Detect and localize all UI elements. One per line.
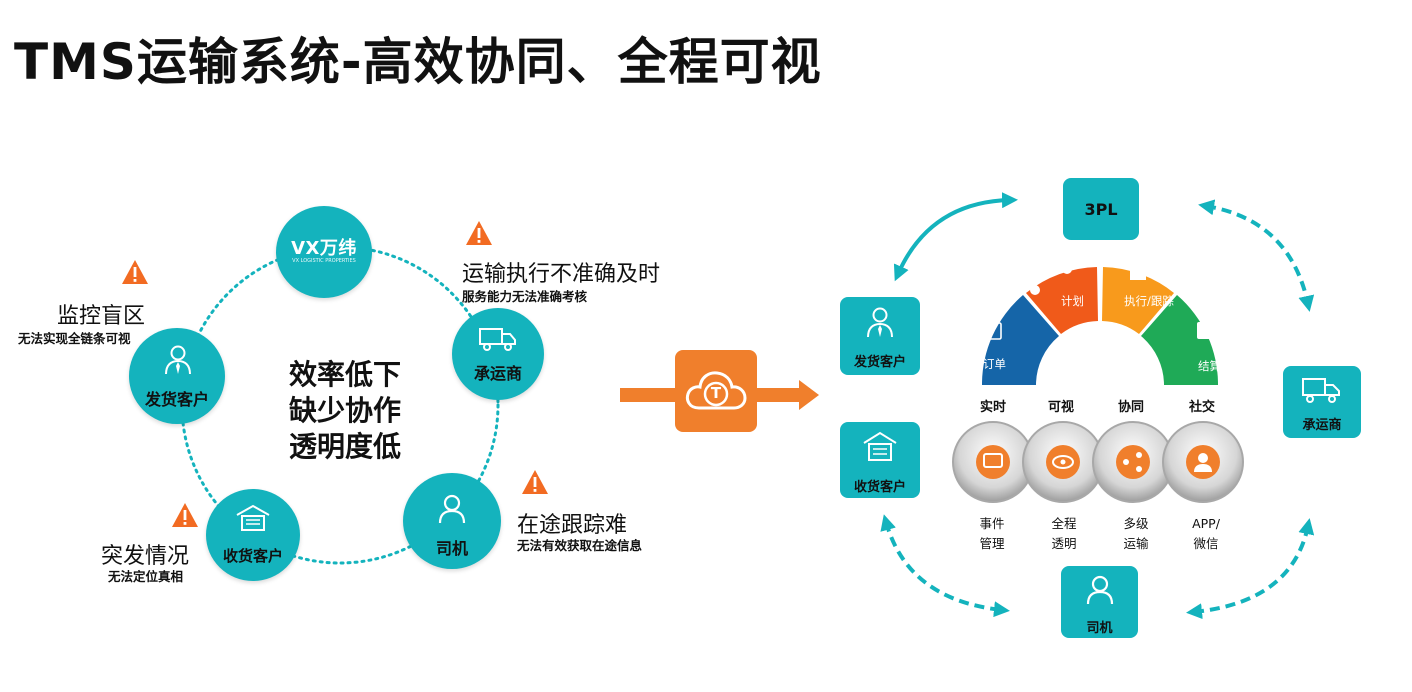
detail-line: 事件 (979, 516, 1005, 531)
arc-label-order: 订单 (983, 357, 1006, 371)
feature-detail: 多级 运输 (1106, 514, 1166, 554)
summary-line-1: 效率低下 (288, 358, 401, 391)
event-icon (976, 445, 1010, 479)
process-arc (981, 264, 1219, 385)
brand-logo-sub: VX LOGISTIC PROPERTIES (292, 258, 356, 264)
detail-line: APP/ (1192, 516, 1220, 531)
problem-title: 突发情况 (101, 544, 190, 569)
problem-title: 运输执行不准确及时 (462, 262, 661, 287)
detail-line: 管理 (979, 536, 1005, 551)
truck-small-icon (1130, 270, 1146, 280)
problem-sub: 服务能力无法准确考核 (462, 289, 588, 304)
businessman-icon (165, 345, 191, 375)
feature-detail: 事件 管理 (962, 514, 1022, 554)
receiver-label: 收货客户 (222, 547, 283, 565)
summary-line-3: 透明度低 (288, 430, 401, 463)
businessman-icon (867, 307, 893, 338)
receiver-node: 收货客户 (206, 489, 300, 581)
clipboard-icon (986, 322, 1002, 340)
problem-summary: 效率低下 缺少协作 透明度低 (265, 357, 425, 465)
person-icon (438, 494, 466, 524)
right-carrier-label: 承运商 (1302, 418, 1342, 433)
truck-icon (1302, 378, 1340, 403)
arc-segment-order (981, 295, 1059, 385)
problem-sub: 无法实现全链条可视 (18, 331, 131, 346)
arc-label-settle: 结算 (1198, 359, 1221, 373)
warehouse-icon (236, 504, 270, 531)
shipper-label: 发货客户 (144, 390, 209, 409)
warning-icon (122, 260, 148, 284)
shipper-node: 发货客户 (129, 328, 225, 424)
driver-node: 司机 (403, 473, 501, 569)
feature-detail: 全程 透明 (1034, 514, 1094, 554)
arc-label-plan: 计划 (1061, 294, 1084, 308)
right-receiver-box: 收货客户 (840, 422, 920, 498)
detail-line: 透明 (1051, 536, 1077, 551)
summary-line-2: 缺少协作 (288, 394, 401, 427)
right-arrows-svg (880, 192, 1315, 620)
feature-realtime: 实时 (979, 400, 1006, 415)
route-pin-icon (1062, 264, 1072, 274)
problem-title: 监控盲区 (57, 304, 146, 329)
arc-segment-execute (1102, 267, 1174, 334)
right-shipper-label: 发货客户 (853, 355, 906, 370)
right-shipper-box: 发货客户 (840, 297, 920, 375)
truck-icon (479, 328, 516, 351)
share-icon (1116, 445, 1150, 479)
person-icon (1086, 575, 1114, 605)
cloud-platform-tile: T (675, 350, 757, 432)
feature-visible: 可视 (1047, 400, 1074, 415)
3pl-box: 3PL (1063, 178, 1139, 240)
warehouse-icon (863, 431, 897, 461)
arc-label-execute: 执行/跟踪 (1124, 294, 1174, 308)
problem-title: 在途跟踪难 (517, 513, 628, 538)
detail-line: 微信 (1193, 536, 1219, 551)
feature-social: 社交 (1188, 400, 1215, 415)
3pl-label: 3PL (1084, 200, 1118, 219)
right-driver-box: 司机 (1061, 566, 1138, 638)
cloud-icon (685, 371, 747, 410)
warning-icon (522, 470, 548, 494)
warning-icon (172, 503, 198, 527)
problem-sub: 无法有效获取在途信息 (517, 538, 643, 553)
page-title: TMS运输系统-高效协同、全程可视 (14, 33, 822, 91)
detail-line: 全程 (1051, 516, 1077, 531)
arc-segment-settle (1141, 295, 1219, 385)
right-driver-label: 司机 (1086, 621, 1113, 636)
warning-icon (466, 221, 492, 245)
arc-segment-plan (1026, 267, 1098, 334)
driver-label: 司机 (435, 539, 468, 558)
problem-sub: 无法定位真相 (108, 569, 184, 584)
right-receiver-label: 收货客户 (853, 480, 906, 495)
feature-gears (952, 421, 1244, 503)
feature-detail: APP/ 微信 (1176, 514, 1236, 554)
right-carrier-box: 承运商 (1283, 366, 1361, 438)
brand-circle: VX万纬 VX LOGISTIC PROPERTIES (276, 206, 372, 298)
calculator-icon (1197, 322, 1214, 339)
carrier-label: 承运商 (473, 364, 522, 383)
feature-collab: 协同 (1117, 400, 1144, 415)
detail-line: 多级 (1123, 516, 1149, 531)
route-pin-icon (1030, 285, 1040, 295)
detail-line: 运输 (1123, 536, 1149, 551)
carrier-node: 承运商 (452, 308, 544, 400)
brand-logo: VX万纬 (291, 238, 357, 259)
cloud-letter: T (710, 384, 722, 402)
